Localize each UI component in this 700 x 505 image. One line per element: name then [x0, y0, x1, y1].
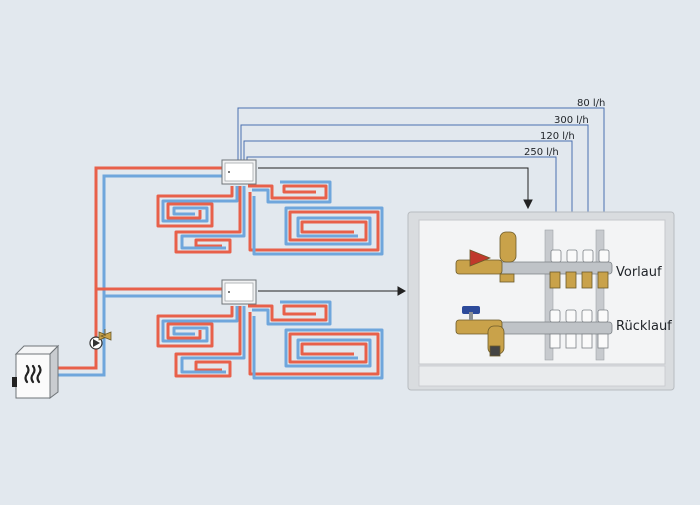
ball-valve-icon	[462, 306, 480, 320]
arrow-icon	[258, 167, 533, 296]
boiler-icon	[12, 344, 60, 399]
controller-box-lower	[221, 279, 257, 305]
supply-label: Vorlauf	[616, 265, 662, 280]
return-label: Rücklauf	[616, 319, 672, 334]
supply-valve-group	[455, 231, 517, 283]
flow-label-3: 120 l/h	[540, 131, 575, 142]
return-manifold	[499, 309, 613, 349]
lower-floor-loops	[156, 300, 384, 380]
flow-label-2: 300 l/h	[554, 115, 589, 126]
controller-box-upper	[221, 159, 257, 185]
signal-lines	[237, 107, 605, 252]
mixing-valve-icon	[98, 329, 112, 341]
upper-floor-loops	[156, 180, 384, 256]
heat-waves-icon	[24, 364, 42, 384]
return-valve-group	[455, 319, 505, 357]
flow-label-1: 80 l/h	[577, 98, 605, 109]
flow-label-4: 250 l/h	[524, 147, 559, 158]
manifold-pipes	[544, 229, 605, 361]
riser-pipes	[58, 166, 222, 377]
actuator-head-icon	[550, 249, 610, 263]
manifold-cabinet	[407, 211, 675, 391]
supply-manifold	[499, 249, 613, 289]
